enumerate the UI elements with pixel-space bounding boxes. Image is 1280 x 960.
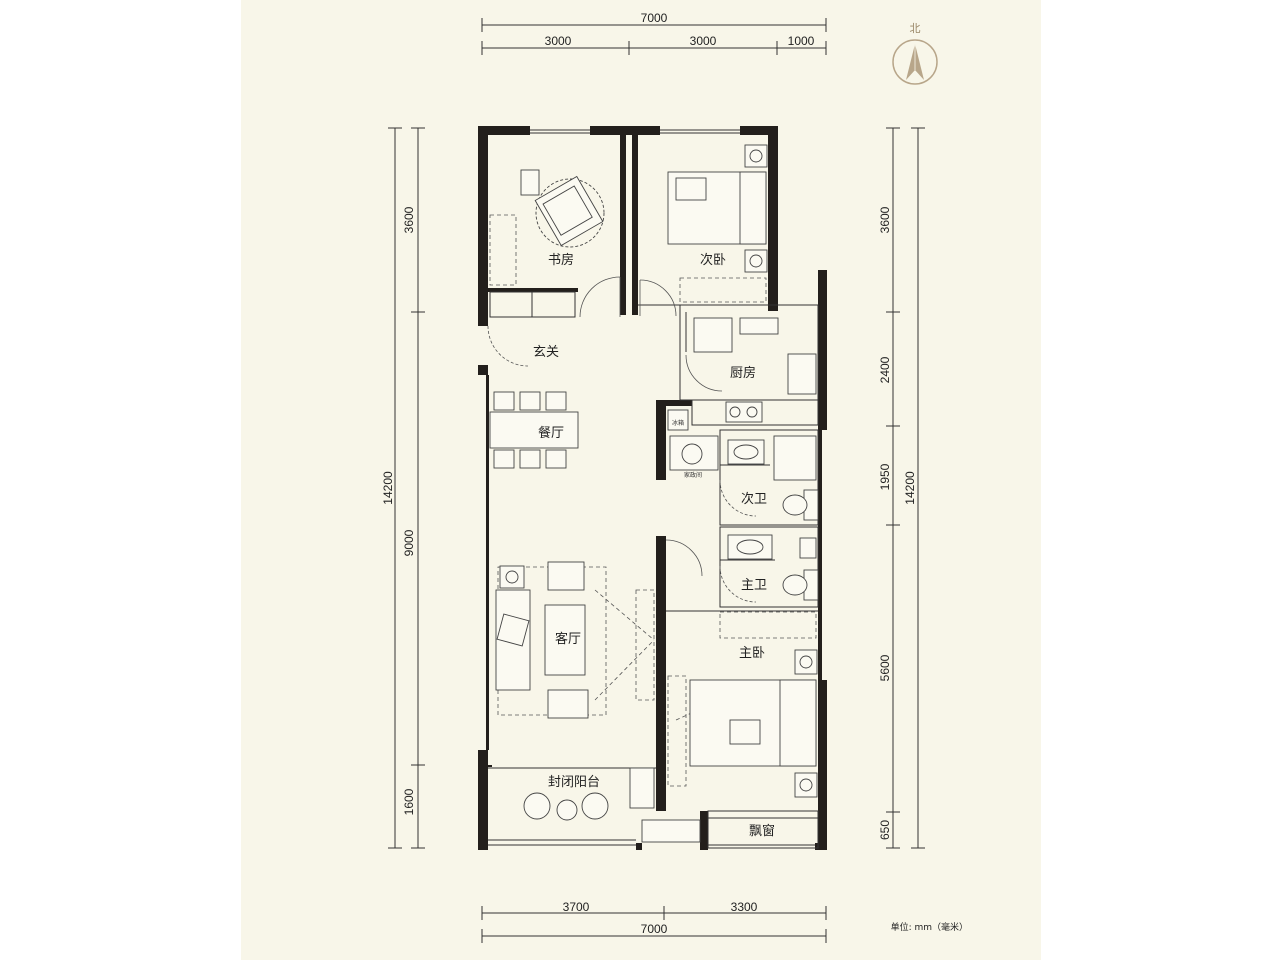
walls: [478, 126, 827, 850]
dim-right-seg-2: 2400: [878, 356, 892, 383]
kitchen-furniture: [667, 317, 817, 431]
compass-label: 北: [910, 22, 921, 35]
dashed-guides: [489, 214, 817, 787]
dim-left-seg-2: 9000: [402, 529, 416, 556]
room-label-living: 客厅: [555, 631, 581, 647]
dim-right-seg-1: 3600: [878, 206, 892, 233]
laundry-label: 家政间: [684, 471, 702, 479]
floor-plan-sheet: 7000 3000 3000 1000 3700 3300 7000 14200…: [241, 0, 1041, 960]
left-dimension-lines: [388, 127, 425, 849]
dim-right-total: 14200: [903, 471, 917, 505]
dim-right-seg-5: 650: [878, 820, 892, 840]
room-label-second-bath: 次卫: [741, 491, 767, 507]
room-label-dining: 餐厅: [538, 425, 564, 441]
dim-top-total: 7000: [641, 11, 668, 25]
interior-lines: [488, 129, 819, 849]
dim-right-seg-3: 1950: [878, 463, 892, 490]
room-label-master-bedroom: 主卧: [739, 646, 765, 661]
room-label-kitchen: 厨房: [730, 365, 756, 381]
room-label-entrance: 玄关: [533, 345, 559, 360]
fridge-label: 冰箱: [672, 419, 684, 427]
second-bedroom-furniture: [667, 144, 768, 273]
master-bedroom-furniture: [689, 649, 818, 798]
bottom-dimension-lines: [481, 906, 827, 943]
dim-left-total: 14200: [381, 471, 395, 505]
dim-bottom-seg-1: 3700: [563, 900, 590, 914]
laundry-furniture: [669, 435, 719, 471]
floor-plan-svg: 7000 3000 3000 1000 3700 3300 7000 14200…: [241, 0, 1041, 960]
dim-top-seg-2: 3000: [690, 34, 717, 48]
dim-left-seg-1: 3600: [402, 206, 416, 233]
compass-icon: [892, 39, 938, 85]
room-label-bay-window: 飘窗: [749, 823, 775, 839]
dim-bottom-seg-2: 3300: [731, 900, 758, 914]
dim-top-seg-1: 3000: [545, 34, 572, 48]
top-dimension-lines: [481, 18, 827, 55]
room-label-study: 书房: [548, 252, 574, 268]
bath-fixtures: [727, 435, 819, 601]
room-label-balcony: 封闭阳台: [548, 775, 600, 790]
dim-bottom-total: 7000: [641, 922, 668, 936]
study-furniture: [520, 169, 605, 248]
balcony-furniture: [523, 767, 701, 843]
right-dimension-lines: [886, 127, 925, 849]
door-swings: [487, 276, 757, 603]
dim-left-seg-3: 1600: [402, 788, 416, 815]
living-furniture: [495, 561, 589, 719]
room-label-second-bedroom: 次卧: [700, 252, 726, 268]
dim-top-seg-3: 1000: [788, 34, 815, 48]
room-label-master-bath: 主卫: [741, 578, 767, 593]
dim-right-seg-4: 5600: [878, 654, 892, 681]
unit-note: 单位: mm（毫米）: [891, 921, 968, 933]
dining-furniture: [489, 391, 579, 469]
